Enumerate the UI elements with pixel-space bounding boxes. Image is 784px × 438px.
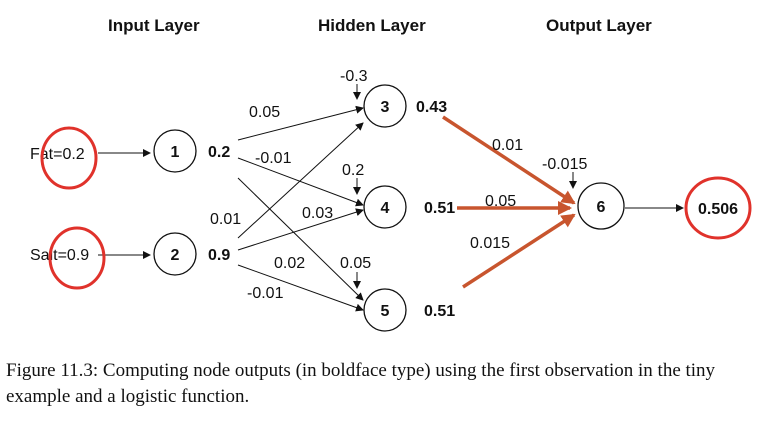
- node-4-value: 0.51: [424, 200, 455, 217]
- input-salt-label: Salt=0.9: [30, 247, 89, 264]
- node-5: 5: [363, 288, 407, 332]
- node-1: 1: [153, 129, 197, 173]
- red-arrow-5-to-6: [462, 213, 576, 289]
- input-fat-label: Fat=0.2: [30, 146, 85, 163]
- weight-2-4: 0.03: [302, 205, 333, 222]
- weight-2-5b: -0.01: [247, 285, 284, 302]
- red-arrow-3-to-6: [442, 115, 576, 205]
- node-3-bias: -0.3: [340, 68, 368, 85]
- node-4-label: 4: [381, 200, 390, 217]
- highlight-fat-input: [40, 126, 98, 190]
- edge-2-to-5: [237, 264, 364, 312]
- weight-5-6: 0.015: [470, 235, 510, 252]
- edge-1-to-3: [237, 105, 364, 141]
- output-layer-title: Output Layer: [546, 16, 652, 35]
- node-6-bias: -0.015: [542, 156, 587, 173]
- weight-1-4: -0.01: [255, 150, 292, 167]
- node-6-label: 6: [597, 199, 606, 216]
- hidden-layer-title: Hidden Layer: [318, 16, 426, 35]
- highlight-salt-input: [48, 226, 106, 290]
- highlight-output-value: [684, 176, 752, 240]
- node-5-bias: 0.05: [340, 255, 371, 272]
- input-layer-title: Input Layer: [108, 16, 200, 35]
- weight-3-6: 0.01: [492, 137, 523, 154]
- edge-2-to-3: [237, 122, 364, 239]
- node-5-label: 5: [381, 303, 390, 320]
- edge-1-to-5: [237, 177, 364, 301]
- weight-1-3: 0.05: [249, 104, 280, 121]
- edge-1-to-4: [237, 157, 364, 207]
- node-2-label: 2: [171, 247, 180, 264]
- node-2-value: 0.9: [208, 247, 230, 264]
- node-2: 2: [153, 232, 197, 276]
- node-5-value: 0.51: [424, 303, 455, 320]
- neural-network-diagram: Input Layer Hidden Layer Output Layer Fa…: [30, 16, 752, 332]
- weight-4-6: 0.05: [485, 193, 516, 210]
- figure-caption: Figure 11.3: Computing node outputs (in …: [6, 360, 716, 407]
- node-3: 3: [363, 84, 407, 128]
- node-4-bias: 0.2: [342, 162, 364, 179]
- weight-2-5: 0.02: [274, 255, 305, 272]
- node-4: 4: [363, 185, 407, 229]
- node-3-label: 3: [381, 99, 390, 116]
- edge-2-to-4: [237, 208, 364, 251]
- node-1-label: 1: [171, 144, 180, 161]
- weight-1-5: 0.01: [210, 211, 241, 228]
- node-3-value: 0.43: [416, 99, 447, 116]
- node-1-value: 0.2: [208, 144, 230, 161]
- output-value: 0.506: [698, 201, 738, 218]
- node-6: 6: [577, 182, 625, 230]
